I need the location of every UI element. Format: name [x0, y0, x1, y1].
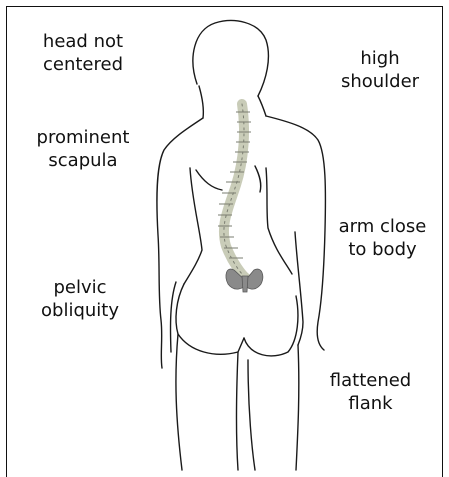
right-arm-inner	[295, 232, 303, 345]
right-leg-inner	[248, 360, 255, 470]
left-scapula-curve	[196, 170, 222, 190]
neck-right	[258, 96, 266, 116]
right-leg-outer	[296, 345, 299, 470]
label-high-shoulder: high shoulder	[330, 47, 430, 93]
spine-column	[224, 104, 246, 278]
label-pelvic-obliquity: pelvic obliquity	[30, 276, 130, 322]
left-arm-inner	[171, 282, 176, 352]
left-torso	[184, 168, 202, 284]
buttocks-left	[176, 284, 244, 354]
left-leg-outer	[176, 334, 182, 470]
label-arm-close-to-body: arm close to body	[330, 215, 435, 261]
buttocks-right	[244, 296, 298, 356]
label-head-not-centered: head not centered	[28, 30, 138, 76]
head-outline	[193, 21, 268, 96]
right-torso	[266, 168, 292, 274]
left-shoulder-arm	[157, 118, 203, 368]
label-flattened-flank: flattened flank	[318, 369, 423, 415]
neck-left	[199, 86, 203, 118]
right-scapula-curve	[255, 166, 261, 192]
left-leg-inner	[237, 352, 239, 470]
label-prominent-scapula: prominent scapula	[28, 126, 138, 172]
